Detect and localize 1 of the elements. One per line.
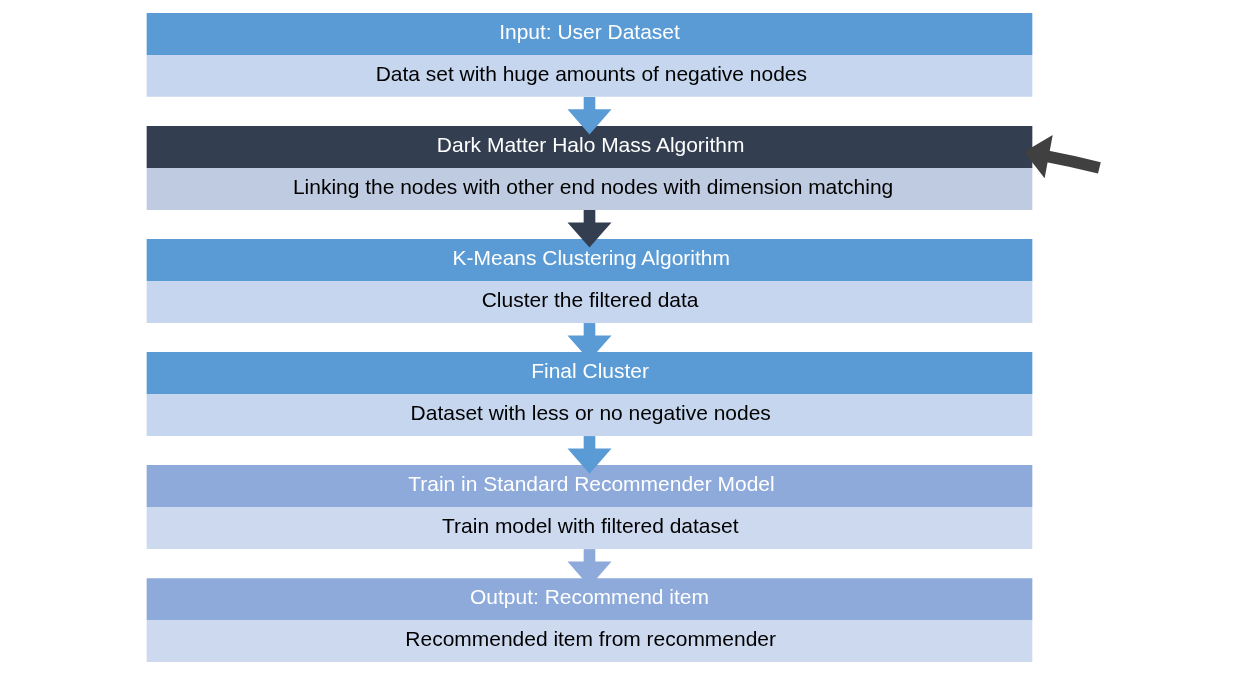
- arrow: [1023, 134, 1101, 179]
